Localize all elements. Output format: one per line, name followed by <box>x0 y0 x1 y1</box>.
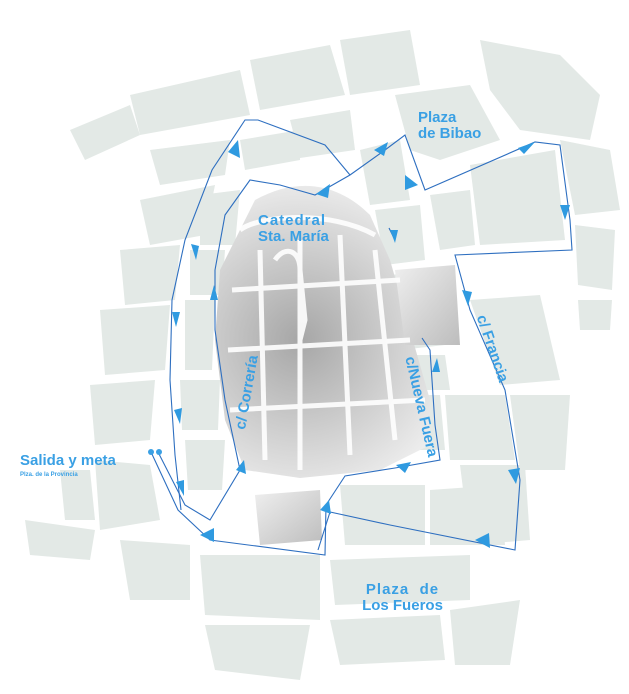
arrow <box>508 468 520 484</box>
old-town-streets <box>227 215 426 470</box>
catedral-line2: Sta. María <box>258 227 329 245</box>
plaza-fueros-line1: Plaza de <box>365 581 440 598</box>
gray-block <box>395 265 460 345</box>
city-blocks <box>25 30 620 680</box>
plaza-bibao-line1: Plaza <box>418 109 457 126</box>
arrow <box>200 528 214 542</box>
arrow <box>320 500 331 514</box>
arrow <box>374 142 388 156</box>
arrow <box>396 462 411 473</box>
arrow <box>405 175 418 190</box>
arrow <box>236 460 246 474</box>
arrow <box>475 533 490 548</box>
arrow <box>174 408 182 424</box>
arrow <box>172 312 180 327</box>
arrow <box>176 480 184 496</box>
arrow <box>560 205 570 220</box>
arrow <box>316 184 330 198</box>
start-marker <box>148 449 162 455</box>
arrow <box>462 290 472 306</box>
arrow <box>210 285 218 300</box>
gray-block-south <box>255 490 322 545</box>
arrow <box>518 142 535 154</box>
label-catedral: Catedral Sta. María <box>258 213 329 245</box>
label-salida-sub: Plza. de la Provincia <box>20 472 78 478</box>
plaza-fueros-line2: Los Fueros <box>362 596 443 614</box>
arrow <box>390 230 398 243</box>
label-plaza-fueros: Plaza de Los Fueros <box>355 582 450 614</box>
arrow <box>191 244 199 260</box>
plaza-bibao-line2: de Bibao <box>418 124 482 142</box>
arrow <box>432 358 440 372</box>
race-route <box>150 119 573 556</box>
label-salida-meta: Salida y meta <box>20 452 116 469</box>
arrow <box>228 140 240 158</box>
route-arrows <box>172 140 570 548</box>
label-plaza-bibao: Plaza de Bibao <box>418 110 481 142</box>
catedral-line1: Catedral <box>258 212 327 229</box>
